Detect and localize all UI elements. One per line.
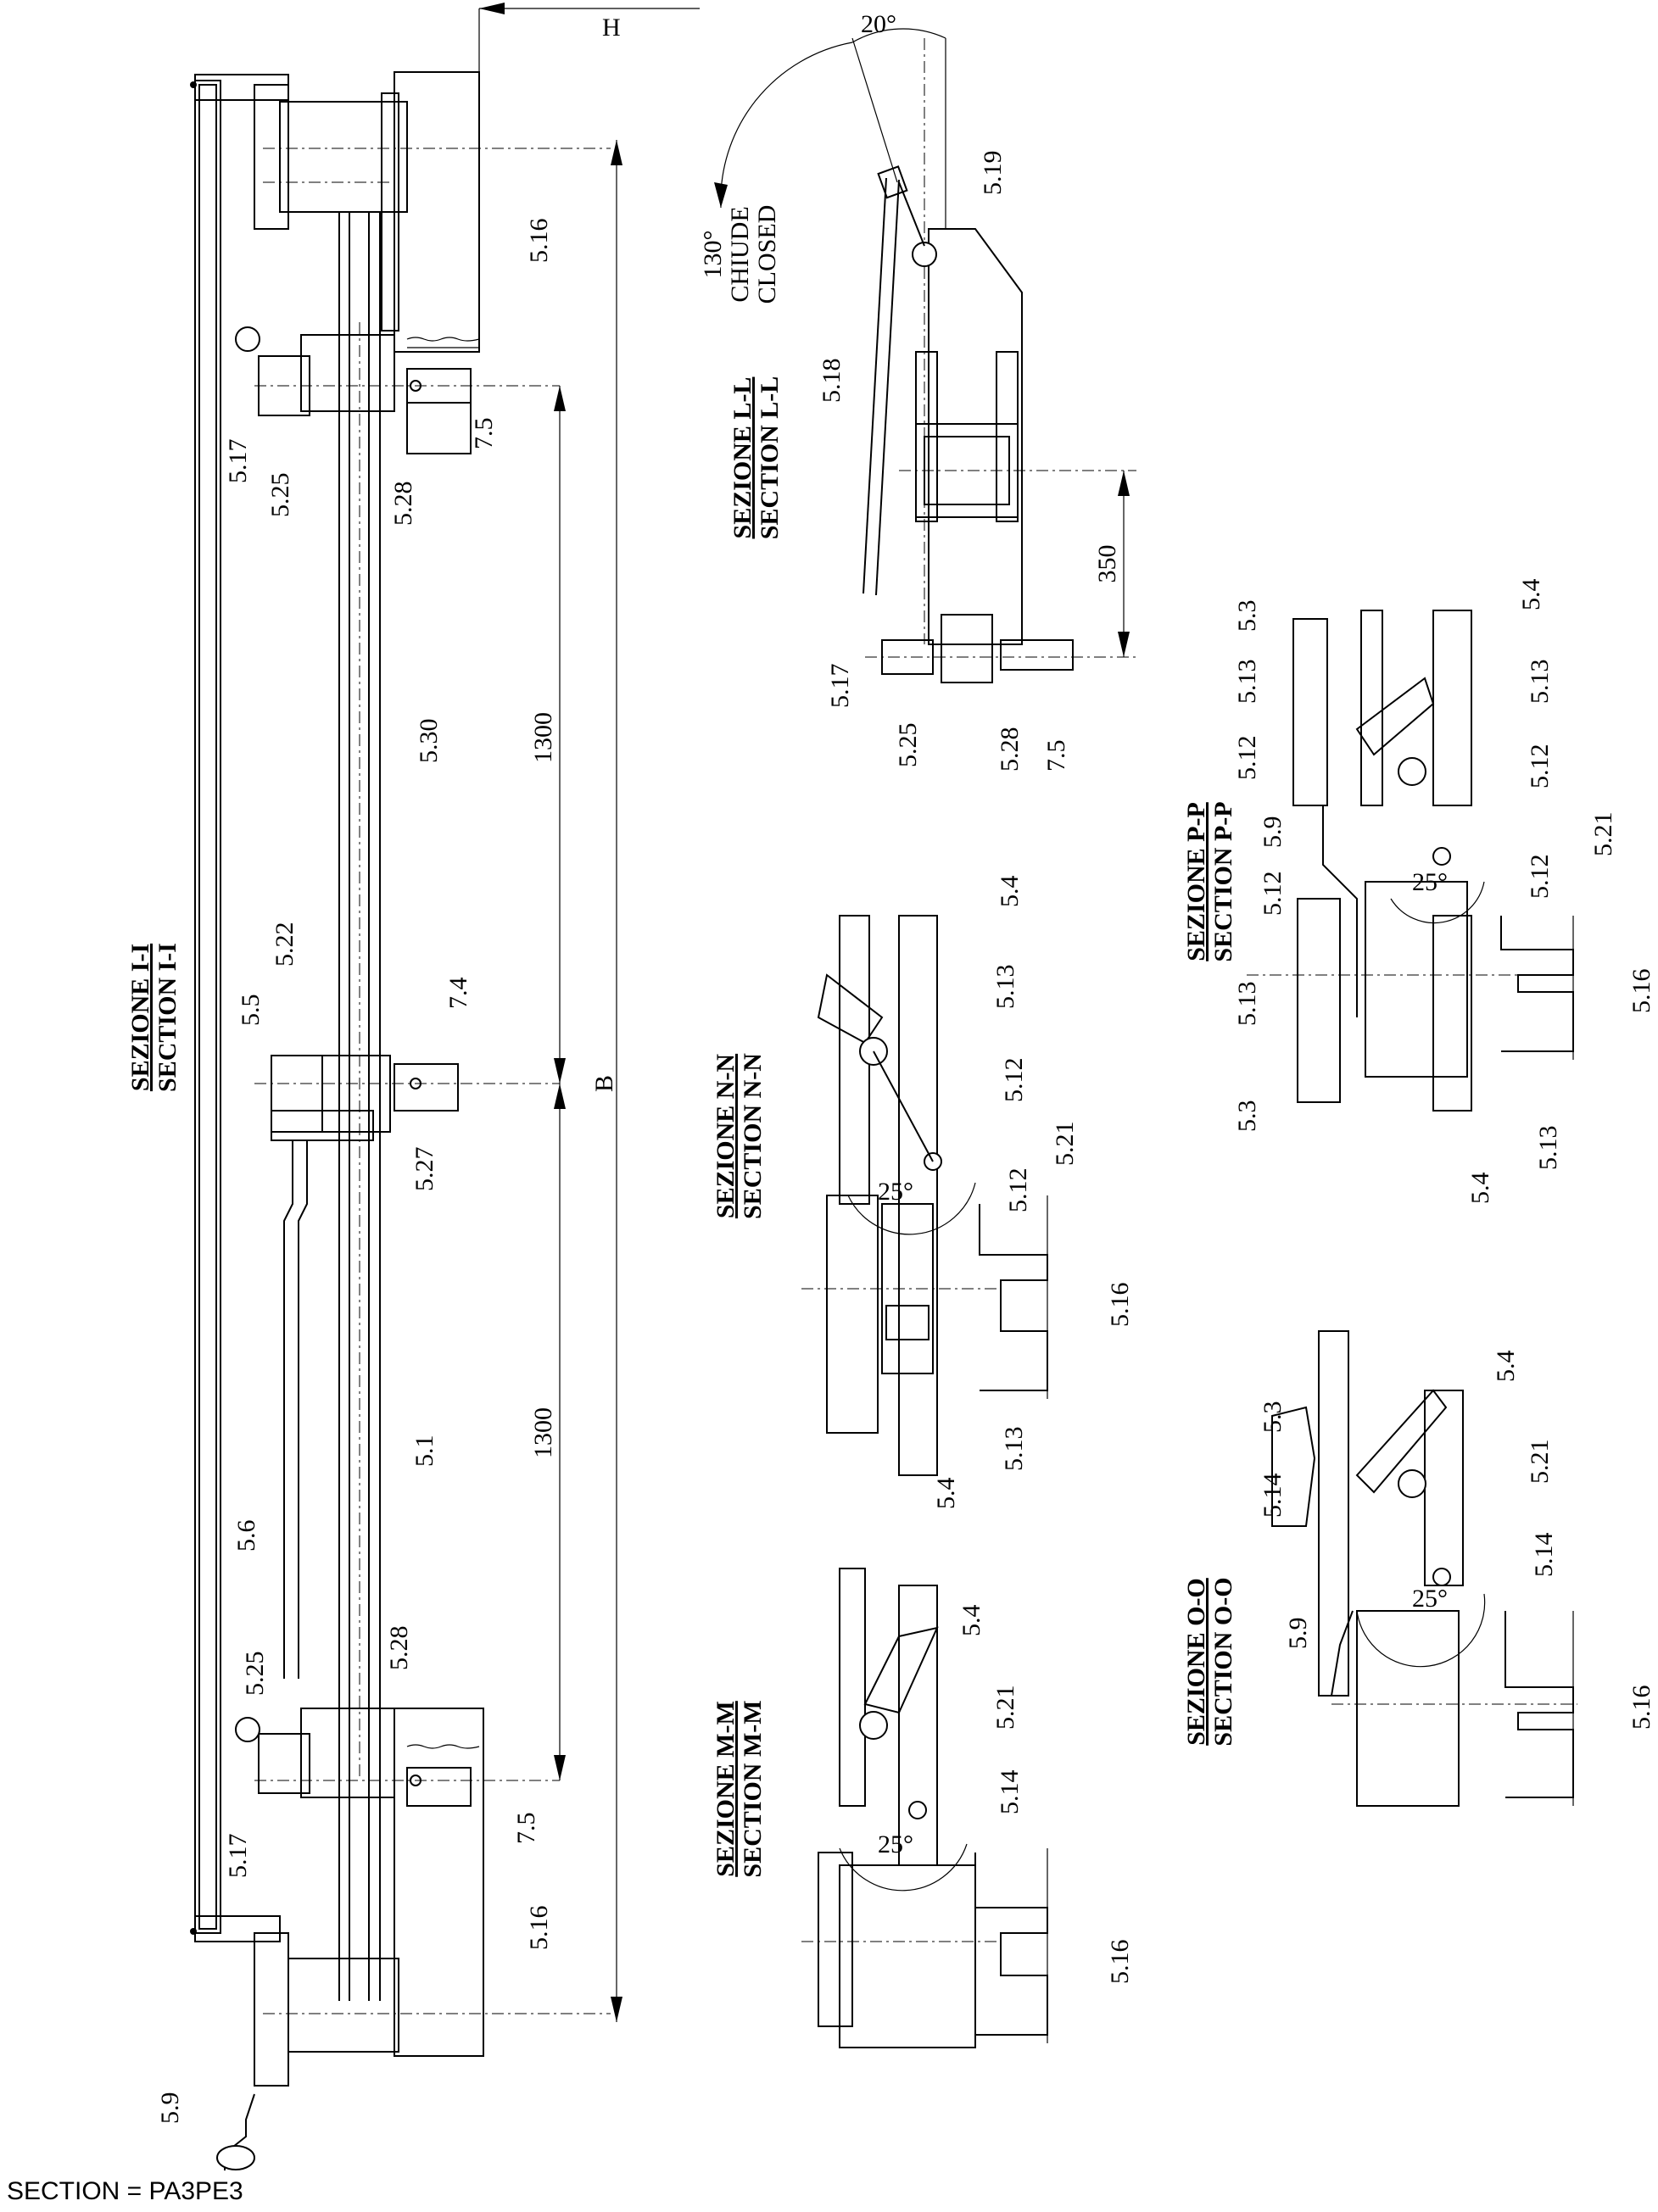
angle-o: 25° [1412, 1585, 1448, 1613]
part-label: 5.12 [1004, 1168, 1032, 1213]
section-o-title: SEZIONE O-O [1182, 1578, 1210, 1746]
part-label: 5.17 [224, 439, 252, 484]
part-label: 5.13 [1000, 1427, 1028, 1472]
dim-h: H [602, 14, 621, 42]
section-p-subtitle: SECTION P-P [1209, 801, 1237, 961]
part-label: 5.14 [996, 1770, 1024, 1815]
part-label: 5.4 [957, 1605, 985, 1637]
part-label: 7.5 [1042, 740, 1070, 772]
part-label: 5.13 [1233, 660, 1261, 705]
part-label: 5.13 [1534, 1126, 1562, 1171]
part-label: 5.4 [996, 876, 1024, 908]
part-label: 7.4 [444, 978, 472, 1010]
dimension-lines [478, 3, 700, 2022]
dim-1300-lower: 1300 [529, 1407, 557, 1458]
section-l-drawing [714, 28, 1136, 683]
closing-angle: 130° [699, 231, 727, 279]
part-label: 5.16 [1627, 969, 1655, 1014]
part-label: 5.14 [1530, 1533, 1558, 1578]
angle-m: 25° [878, 1830, 913, 1858]
part-label: 5.3 [1233, 600, 1261, 632]
part-label: 5.9 [1259, 816, 1287, 849]
section-n-title: SEZIONE N-N [712, 1054, 740, 1219]
part-label: 5.16 [1106, 1283, 1134, 1328]
section-n-subtitle: SECTION N-N [739, 1053, 767, 1219]
part-label: 5.13 [1526, 660, 1554, 705]
part-label: 5.4 [1492, 1351, 1520, 1383]
part-label: 5.17 [224, 1834, 252, 1879]
part-label: 5.12 [1233, 736, 1261, 781]
closing-en: CLOSED [753, 205, 781, 304]
part-label: 5.16 [1627, 1685, 1655, 1730]
part-label: 5.5 [237, 995, 265, 1027]
part-label: 5.9 [1284, 1618, 1312, 1650]
section-m-drawing [801, 1568, 1048, 2048]
part-label: 5.12 [1259, 872, 1287, 917]
part-label: 5.14 [1259, 1474, 1287, 1518]
section-l-subtitle: SECTION L-L [756, 376, 784, 540]
angle-p: 25° [1412, 868, 1448, 896]
part-label: 5.1 [410, 1435, 438, 1468]
part-label: 5.21 [1051, 1122, 1079, 1167]
part-label: 5.12 [1000, 1058, 1028, 1103]
section-p-drawing [1247, 610, 1574, 1112]
section-m-title: SEZIONE M-M [712, 1701, 740, 1877]
part-label: 5.19 [979, 151, 1007, 196]
dim-350: 350 [1093, 545, 1121, 583]
angle-n: 25° [878, 1178, 913, 1206]
part-label: 5.12 [1526, 855, 1554, 900]
dim-angle-20: 20° [861, 10, 896, 38]
part-label: 5.3 [1259, 1401, 1287, 1434]
section-m-subtitle: SECTION M-M [739, 1700, 767, 1877]
part-label: 5.13 [1233, 982, 1261, 1027]
section-i-drawing [190, 71, 611, 2170]
part-label: 5.25 [266, 473, 294, 518]
dim-b: B [590, 1075, 618, 1092]
part-label: 5.16 [525, 1906, 553, 1951]
part-label: 5.4 [1517, 579, 1545, 611]
labels: SEZIONE I-I SECTION I-I SEZIONE L-L SECT… [126, 10, 1655, 2124]
part-label: 5.17 [826, 664, 854, 709]
part-label: 5.4 [932, 1478, 960, 1510]
part-label: 7.5 [512, 1813, 540, 1845]
part-label: 5.21 [991, 1685, 1019, 1730]
part-label: 7.5 [470, 418, 498, 450]
section-i-title: SEZIONE I-I [126, 944, 154, 1091]
closing-it: CHIUDE [726, 206, 754, 302]
section-code: SECTION = PA3PE3 [7, 2177, 243, 2205]
part-label: 5.25 [894, 723, 922, 768]
part-label: 5.16 [525, 219, 553, 264]
part-label: 5.21 [1526, 1440, 1554, 1485]
section-p-title: SEZIONE P-P [1182, 802, 1210, 961]
part-label: 5.12 [1526, 744, 1554, 789]
part-label: 5.3 [1233, 1100, 1261, 1133]
part-label: 5.30 [415, 719, 443, 764]
section-o-subtitle: SECTION O-O [1209, 1577, 1237, 1746]
section-i-subtitle: SECTION I-I [154, 943, 181, 1092]
section-l-title: SEZIONE L-L [729, 377, 756, 539]
part-label: 5.9 [156, 2092, 184, 2125]
section-o-drawing [1271, 1330, 1577, 1807]
part-label: 5.28 [996, 727, 1024, 772]
part-label: 5.27 [410, 1147, 438, 1192]
part-label: 5.13 [991, 965, 1019, 1010]
part-label: 5.28 [389, 482, 417, 527]
part-label: 5.18 [818, 359, 846, 404]
part-label: 5.4 [1466, 1173, 1494, 1205]
part-label: 5.28 [385, 1626, 413, 1671]
part-label: 5.16 [1106, 1940, 1134, 1985]
part-label: 5.22 [271, 922, 299, 967]
part-label: 5.6 [232, 1520, 260, 1552]
section-n-drawing [801, 915, 1048, 1476]
part-label: 5.25 [241, 1652, 269, 1697]
dim-1300-upper: 1300 [529, 712, 557, 763]
part-label: 5.21 [1589, 812, 1617, 857]
